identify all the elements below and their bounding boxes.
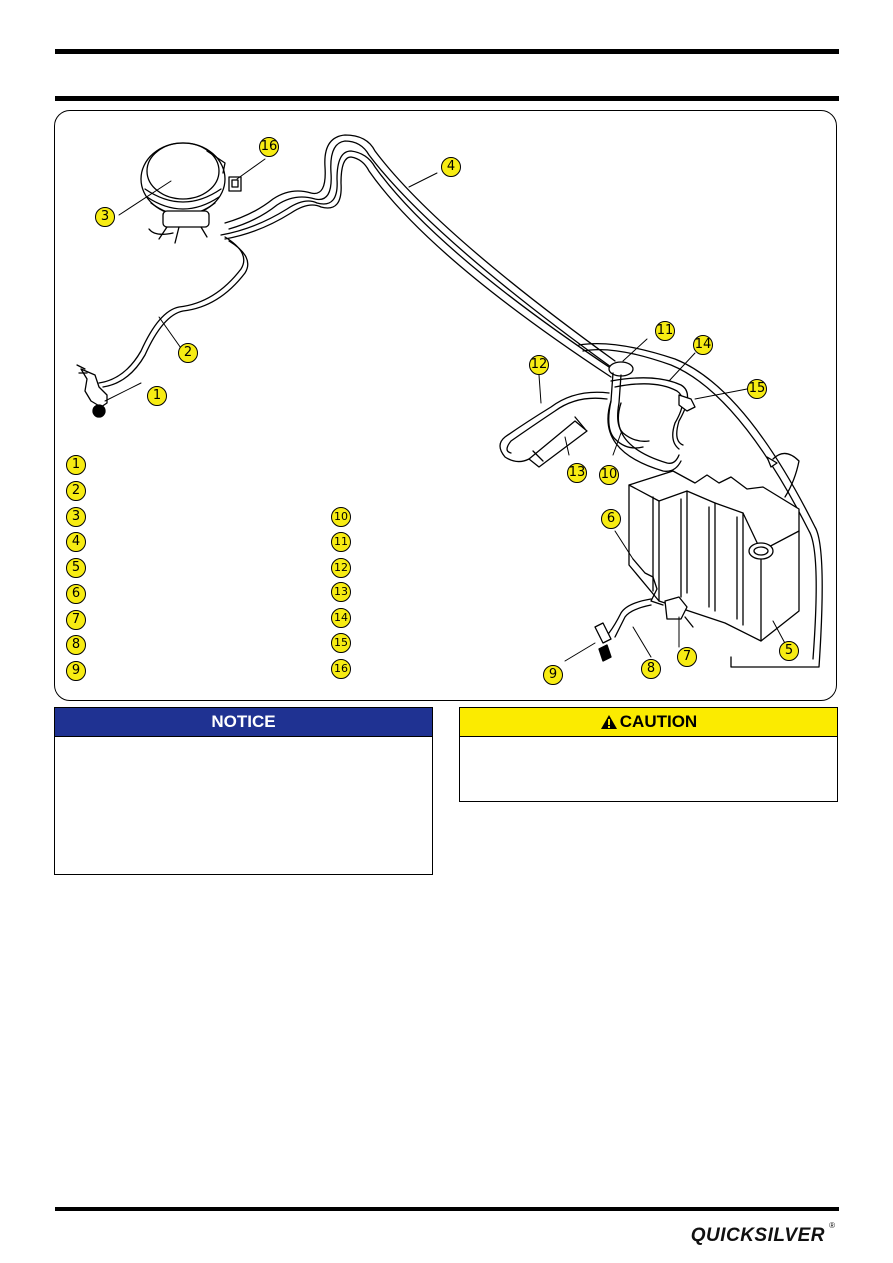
legend-item-9: 9 xyxy=(66,661,86,681)
holding-tank-drawing xyxy=(628,470,800,642)
warning-triangle-icon xyxy=(600,715,617,729)
notice-box: NOTICE xyxy=(54,707,433,875)
legend-item-3: 3 xyxy=(66,507,86,527)
legend-item-14: 14 xyxy=(331,608,351,628)
legend-item-7: 7 xyxy=(66,610,86,630)
legend-item-5: 5 xyxy=(66,558,86,578)
callout-5: 5 xyxy=(779,641,799,661)
callout-14: 14 xyxy=(693,335,713,355)
callout-7: 7 xyxy=(677,647,697,667)
callout-3: 3 xyxy=(95,207,115,227)
notice-title: NOTICE xyxy=(55,708,432,737)
legend-item-13: 13 xyxy=(331,582,351,602)
legend-item-2: 2 xyxy=(66,481,86,501)
legend-item-6: 6 xyxy=(66,584,86,604)
legend-item-11: 11 xyxy=(331,532,351,552)
callout-4: 4 xyxy=(441,157,461,177)
caution-header: CAUTION xyxy=(460,708,837,737)
legend-item-4: 4 xyxy=(66,532,86,552)
callout-15: 15 xyxy=(747,379,767,399)
callout-12: 12 xyxy=(529,355,549,375)
header-rule-top xyxy=(55,49,839,54)
legend-item-15: 15 xyxy=(331,633,351,653)
caution-title: CAUTION xyxy=(619,712,698,731)
legend-item-1: 1 xyxy=(66,455,86,475)
diagram-illustration xyxy=(76,134,823,668)
callout-1: 1 xyxy=(147,386,167,406)
caution-box: CAUTION xyxy=(459,707,838,802)
legend-item-8: 8 xyxy=(66,635,86,655)
footer-rule xyxy=(55,1207,839,1211)
quicksilver-logo: QUICKSILVER xyxy=(690,1225,825,1246)
callout-13: 13 xyxy=(567,463,587,483)
plumbing-diagram: 1 2 3 4 5 6 7 8 9 10 11 12 13 14 15 16 1… xyxy=(54,110,837,701)
callout-10: 10 xyxy=(599,465,619,485)
legend-item-12: 12 xyxy=(331,558,351,578)
callout-2: 2 xyxy=(178,343,198,363)
toilet-drawing xyxy=(140,142,226,244)
legend-item-16: 16 xyxy=(331,659,351,679)
legend-item-10: 10 xyxy=(331,507,351,527)
callout-16: 16 xyxy=(259,137,279,157)
header-rule-bottom xyxy=(55,96,839,101)
callout-6: 6 xyxy=(601,509,621,529)
callout-8: 8 xyxy=(641,659,661,679)
callout-11: 11 xyxy=(655,321,675,341)
registered-mark: ® xyxy=(829,1221,835,1230)
callout-9: 9 xyxy=(543,665,563,685)
